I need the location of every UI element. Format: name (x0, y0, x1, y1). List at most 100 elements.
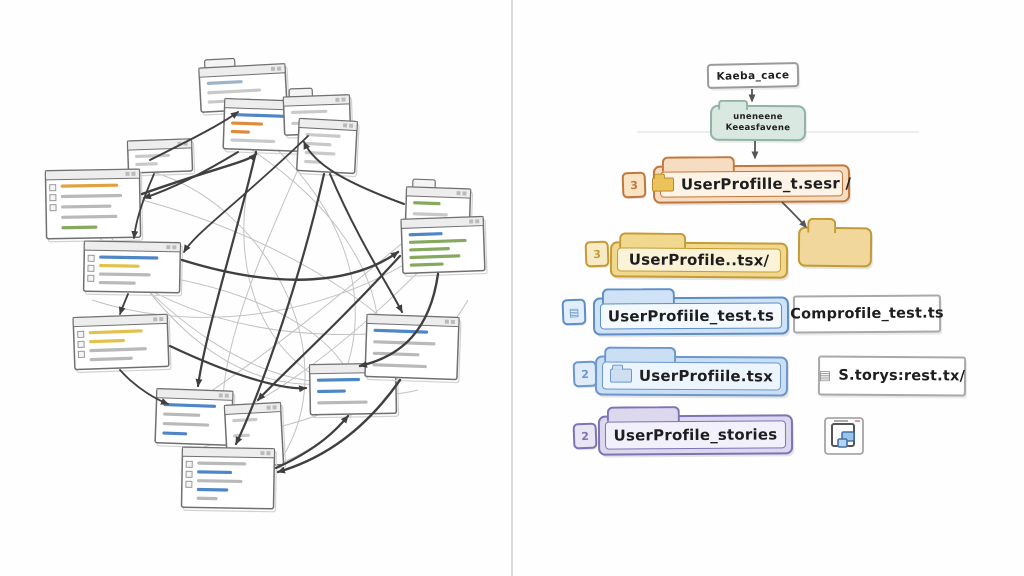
folder-row-userprofile-tsx2: UserProfiile.tsx (594, 355, 789, 397)
content-line (413, 201, 441, 206)
content-line (99, 255, 159, 260)
sidebar-icon (77, 340, 85, 349)
content-line (305, 141, 332, 147)
content-line (60, 193, 123, 199)
content-line (197, 461, 247, 466)
tangle-edge (149, 111, 239, 161)
sidebar-icon (185, 480, 193, 488)
window-node (400, 215, 488, 277)
content-line (163, 402, 217, 408)
side-box-label: Comprofile_test.ts (790, 305, 944, 323)
window-node (44, 168, 144, 243)
folder-label-wrap: UserProfiile.tsx (601, 361, 782, 391)
component-sketch-icon (824, 417, 864, 455)
tangle-edge (303, 141, 405, 205)
window-node (72, 313, 172, 374)
sidebar-icon (185, 460, 193, 468)
title-bar (72, 313, 168, 328)
content-line (162, 431, 188, 436)
content-line (317, 389, 346, 394)
flow-arrow (781, 201, 807, 229)
title-bar (83, 240, 181, 253)
page-icon: ▤ (818, 367, 832, 384)
flow-root-label: Kaeba_cace (716, 68, 790, 83)
sidebar-icon (185, 470, 193, 478)
title-bar (198, 63, 286, 78)
tangle-edge (358, 272, 440, 368)
title-bar (156, 388, 234, 401)
folder-label: UserProfile_stories (613, 425, 778, 445)
flow-store-label-line1: uneneene (733, 112, 783, 123)
sidebar-icon (49, 204, 57, 212)
tangle-edge (180, 250, 400, 281)
tangle-edge (183, 135, 309, 253)
flow-store-label-line2: Keeasfavene (725, 122, 791, 134)
folder-row-userprofile-root: UserProfille_t.sesr / (651, 164, 851, 204)
messy-structure-panel (44, 57, 488, 513)
tangle-edge (119, 369, 169, 405)
side-box-comprofile-test: Comprofile_test.ts (790, 294, 944, 334)
content-line (231, 121, 264, 126)
file-badge-icon: 2 (572, 422, 598, 450)
content-line (206, 80, 243, 86)
tangle-edge (140, 152, 258, 196)
content-line (230, 138, 276, 144)
content-line (196, 496, 218, 501)
organized-structure-panel: Kaeba_cace uneneene Keeasfavene 3 UserPr… (512, 0, 1024, 576)
file-badge-icon: ▤ (561, 298, 587, 326)
tangle-edge (168, 344, 308, 393)
tangle-edge (143, 151, 239, 200)
sidebar-icon (87, 264, 95, 272)
flow-box-store: uneneene Keeasfavene (709, 104, 807, 142)
content-line (230, 129, 250, 134)
tangle-edge (256, 254, 402, 402)
content-line (196, 487, 229, 492)
content-line (316, 377, 361, 382)
content-line (409, 254, 461, 260)
sidebar-icon (87, 274, 95, 282)
tangled-diagram (44, 57, 488, 513)
folder-row-userprofile-test: UserProfiile_test.ts (592, 296, 790, 336)
content-line (89, 347, 147, 353)
tangle-edge (274, 414, 350, 470)
tangle-edge (118, 293, 129, 315)
folder-label-wrap: UserProfile..tsx/ (616, 247, 782, 273)
flow-box-root: Kaeba_cace (706, 62, 800, 89)
folder-row-userprofile-tsx: UserProfile..tsx/ (609, 241, 789, 279)
content-line (317, 400, 368, 405)
title-bar (405, 186, 472, 199)
folder-label-wrap: UserProfille_t.sesr / (651, 170, 851, 198)
window-node (82, 240, 183, 297)
folder-icon (609, 368, 632, 383)
side-box-label: S.torys:rest.tx/ (838, 367, 966, 385)
sidebar-icon (77, 330, 85, 339)
content-line (231, 112, 286, 118)
content-line (409, 247, 450, 252)
sidebar-icon (49, 184, 57, 192)
tangle-edge (195, 150, 258, 388)
content-line (373, 340, 436, 346)
title-bar (366, 313, 460, 328)
content-line (232, 417, 258, 423)
sidebar-icon (87, 254, 95, 262)
tangle-edge (131, 173, 155, 239)
folder-label: UserProfille_t.sesr / (680, 174, 852, 194)
content-line (409, 262, 444, 267)
content-line (60, 183, 119, 188)
content-line (196, 479, 243, 484)
content-line (162, 421, 210, 427)
side-box-storys-rest: ▤ S.torys:rest.tx/ (817, 355, 967, 397)
file-badge-icon: 3 (584, 240, 610, 268)
content-line (197, 470, 233, 475)
file-badge-icon: 2 (572, 360, 598, 388)
panel-divider (511, 0, 513, 576)
content-line (99, 263, 140, 268)
content-line (61, 225, 98, 230)
side-folder (797, 226, 873, 268)
folder-label: UserProfiile_test.ts (607, 306, 775, 326)
window-node (296, 117, 360, 178)
folder-icon (651, 177, 674, 192)
content-line (88, 338, 125, 344)
title-bar (181, 446, 276, 459)
